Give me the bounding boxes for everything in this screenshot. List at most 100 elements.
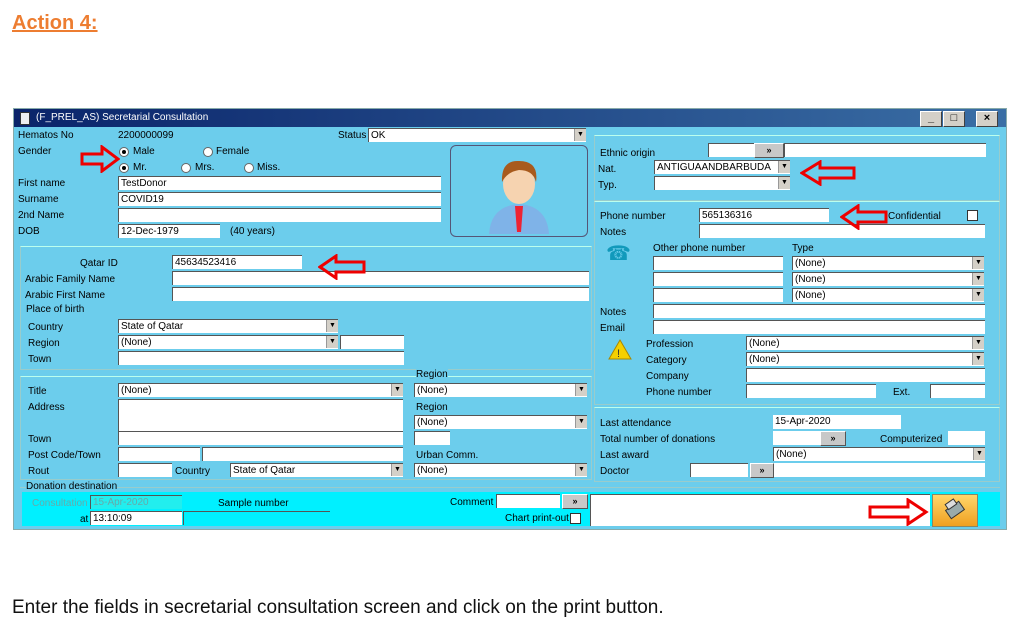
comment-input[interactable] (590, 494, 930, 526)
chevron-down-icon[interactable]: ▼ (972, 289, 984, 301)
chevron-down-icon[interactable]: ▼ (973, 448, 985, 460)
chevron-down-icon[interactable]: ▼ (326, 336, 338, 348)
mr-radio[interactable] (119, 163, 129, 173)
phone-label: Phone number (600, 211, 666, 222)
rout-input[interactable] (118, 463, 172, 477)
ethnic-code-input[interactable] (708, 143, 754, 157)
chevron-down-icon[interactable]: ▼ (575, 464, 587, 476)
arabic-first-input[interactable] (172, 287, 589, 301)
ext-input[interactable] (930, 384, 985, 398)
total-donations-value (773, 431, 820, 445)
region3-select[interactable]: (None)▼ (414, 415, 587, 429)
chevron-down-icon[interactable]: ▼ (574, 129, 586, 141)
phone2-label: Phone number (646, 387, 712, 398)
doctor-name-value (774, 463, 985, 477)
surname-input[interactable]: COVID19 (118, 192, 441, 206)
town2-input[interactable] (118, 431, 403, 445)
country-select[interactable]: State of Qatar▼ (118, 319, 338, 333)
chevron-down-icon[interactable]: ▼ (575, 384, 587, 396)
print-button[interactable] (932, 494, 978, 527)
sample-number-input[interactable] (183, 511, 330, 525)
ethnic-input[interactable] (784, 143, 986, 157)
ethnic-more-button[interactable]: » (754, 143, 784, 158)
computerized-value (948, 431, 985, 445)
comment-code-input[interactable] (496, 494, 560, 508)
region2-label: Region (416, 369, 448, 381)
region-small-input[interactable] (414, 431, 450, 445)
chevron-down-icon[interactable]: ▼ (972, 337, 984, 349)
chevron-down-icon[interactable]: ▼ (326, 320, 338, 332)
phone-type-select-3[interactable]: (None) ▼ (792, 288, 984, 302)
other-phone-input-2[interactable] (653, 272, 783, 286)
comment-more-button[interactable]: » (562, 494, 588, 509)
email-input[interactable] (653, 320, 985, 334)
company-phone-input[interactable] (746, 384, 876, 398)
region2-select[interactable]: (None)▼ (414, 383, 587, 397)
dob-input[interactable]: 12-Dec-1979 (118, 224, 220, 238)
other-phone-input-3[interactable] (653, 288, 783, 302)
chevron-down-icon[interactable]: ▼ (972, 273, 984, 285)
consultation-date: 15-Apr-2020 (90, 495, 182, 509)
chevron-down-icon[interactable]: ▼ (778, 177, 790, 189)
miss-radio[interactable] (244, 163, 254, 173)
action-heading: Action 4: (12, 12, 98, 34)
phone-type-select-1[interactable]: (None)▼ (792, 256, 984, 270)
maximize-button[interactable]: □ (943, 111, 965, 127)
last-award-select[interactable]: (None)▼ (773, 447, 985, 461)
arabic-first-label: Arabic First Name (25, 290, 106, 301)
doctor-label: Doctor (600, 466, 630, 477)
phone-input[interactable]: 565136316 (699, 208, 829, 222)
title-select[interactable]: (None)▼ (118, 383, 403, 397)
divider (20, 487, 1000, 488)
second-name-input[interactable] (118, 208, 441, 222)
window-title: (F_PREL_AS) Secretarial Consultation (36, 112, 209, 123)
chevron-down-icon[interactable]: ▼ (778, 161, 790, 173)
phone-type-value: (None) (795, 290, 826, 301)
chevron-down-icon[interactable]: ▼ (972, 257, 984, 269)
chevron-down-icon[interactable]: ▼ (972, 353, 984, 365)
title-bar: (F_PREL_AS) Secretarial Consultation _ □… (14, 109, 1006, 127)
chart-printout-checkbox[interactable] (570, 513, 581, 524)
phone-type-select-2[interactable]: (None)▼ (792, 272, 984, 286)
qatar-id-input[interactable]: 45634523416 (172, 255, 302, 269)
town-input[interactable] (118, 351, 404, 365)
chevron-down-icon[interactable]: ▼ (391, 384, 403, 396)
confidential-checkbox[interactable] (967, 210, 978, 221)
postcode-town-input[interactable] (202, 447, 403, 461)
first-name-label: First name (18, 178, 66, 189)
mrs-radio[interactable] (181, 163, 191, 173)
photo-frame[interactable] (450, 145, 588, 237)
confidential-label: Confidential (888, 211, 941, 222)
postcode-input[interactable] (118, 447, 200, 461)
chevron-down-icon[interactable]: ▼ (391, 464, 403, 476)
close-button[interactable]: × (976, 111, 998, 127)
notes-input[interactable] (699, 224, 985, 238)
other-phone-input-1[interactable] (653, 256, 783, 270)
category-select[interactable]: (None)▼ (746, 352, 984, 366)
country2-select[interactable]: State of Qatar▼ (230, 463, 403, 477)
region-code-input[interactable] (340, 335, 404, 349)
notes2-input[interactable] (653, 304, 985, 318)
nationality-select[interactable]: ANTIGUAANDBARBUDA▼ (654, 160, 790, 174)
doctor-more-button[interactable]: » (750, 463, 774, 478)
female-radio[interactable] (203, 147, 213, 157)
typ-select[interactable]: ▼ (654, 176, 790, 190)
region-select[interactable]: (None)▼ (118, 335, 338, 349)
doctor-code-input[interactable] (690, 463, 748, 477)
male-radio[interactable] (119, 147, 129, 157)
minimize-button[interactable]: _ (920, 111, 942, 127)
chevron-down-icon[interactable]: ▼ (575, 416, 587, 428)
time-input[interactable]: 13:10:09 (90, 511, 182, 525)
female-label: Female (216, 146, 250, 157)
region3-label: Region (416, 402, 448, 413)
company-input[interactable] (746, 368, 985, 382)
urban-select[interactable]: (None)▼ (414, 463, 587, 477)
arabic-family-label: Arabic Family Name (25, 274, 116, 285)
first-name-input[interactable]: TestDonor (118, 176, 441, 190)
arabic-family-input[interactable] (172, 271, 589, 285)
address-textarea[interactable] (118, 399, 403, 431)
status-select[interactable]: OK▼ (368, 128, 586, 142)
nat-label: Nat. (598, 164, 617, 175)
profession-select[interactable]: (None)▼ (746, 336, 984, 350)
donations-more-button[interactable]: » (820, 431, 846, 446)
